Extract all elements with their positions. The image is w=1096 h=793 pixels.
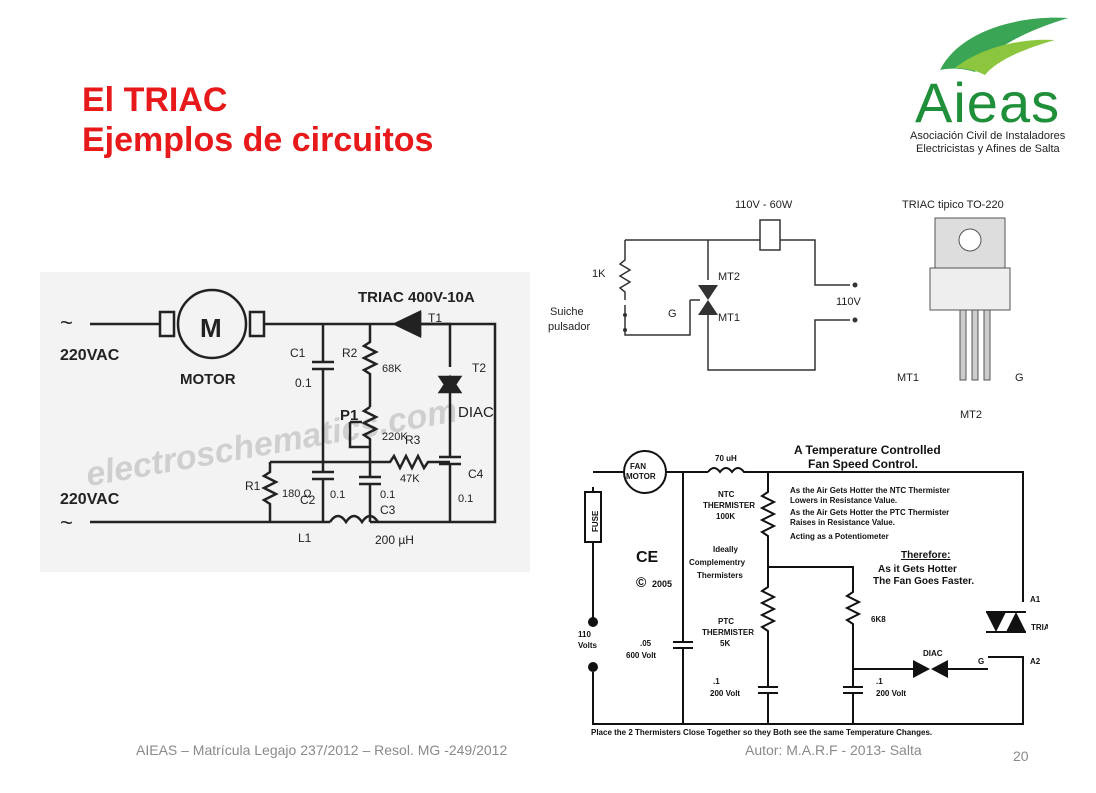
triac-label: TRIAC bbox=[1031, 623, 1048, 632]
c4-value: 0.1 bbox=[458, 493, 473, 505]
r2-value: 68K bbox=[382, 363, 402, 375]
p1-label: P1 bbox=[340, 407, 358, 424]
package-title: TRIAC tipico TO-220 bbox=[902, 199, 1004, 211]
logo-subtitle-2: Electricistas y Afines de Salta bbox=[916, 143, 1060, 155]
a2-label: A2 bbox=[1030, 657, 1041, 666]
resistor-label: 1K bbox=[592, 268, 606, 280]
result-2: The Fan Goes Faster. bbox=[873, 576, 974, 587]
cap2-1: .1 bbox=[713, 677, 720, 686]
footer-left: AIEAS – Matrícula Legajo 237/2012 – Reso… bbox=[136, 742, 508, 758]
ideal-label-1: Ideally bbox=[713, 545, 738, 554]
cap1-2: 600 Volt bbox=[626, 651, 656, 660]
bottom-note: Place the 2 Thermisters Close Together s… bbox=[591, 728, 932, 737]
svg-text:~: ~ bbox=[60, 310, 73, 335]
note1-line1: As the Air Gets Hotter the NTC Thermiste… bbox=[790, 486, 950, 495]
pkg-g-label: G bbox=[1015, 372, 1024, 384]
ptc-label-1: PTC bbox=[718, 617, 734, 626]
motor-label: MOTOR bbox=[180, 371, 236, 388]
page-number: 20 bbox=[1013, 748, 1029, 764]
year-label: 2005 bbox=[652, 579, 672, 589]
result-1: As it Gets Hotter bbox=[878, 564, 957, 575]
diac-label: DIAC bbox=[923, 649, 943, 658]
note2-line2: Raises in Resistance Value. bbox=[790, 518, 895, 527]
title-line-2: Ejemplos de circuitos bbox=[82, 121, 434, 159]
vac-top: 220VAC bbox=[60, 347, 120, 364]
ideal-label-3: Thermisters bbox=[697, 571, 743, 580]
p1-value: 220K bbox=[382, 431, 408, 443]
triac-rating: TRIAC 400V-10A bbox=[358, 289, 475, 306]
switch-triac-circuit: 110V - 60W 1K Suiche pulsador G MT2 MT1 … bbox=[540, 185, 1040, 430]
lamp-label: 110V - 60W bbox=[735, 199, 793, 211]
l1-value: 200 µH bbox=[375, 533, 414, 547]
a1-label: A1 bbox=[1030, 595, 1041, 604]
c4-label: C4 bbox=[468, 467, 484, 481]
r2-label: R2 bbox=[342, 346, 358, 360]
ntc-label-2: THERMISTER bbox=[703, 501, 755, 510]
volts-1: 110 bbox=[578, 630, 591, 639]
ce-mark: CE bbox=[636, 549, 659, 566]
fuse-label: FUSE bbox=[591, 510, 600, 532]
temp-title-2: Fan Speed Control. bbox=[808, 457, 918, 471]
c2-label: C2 bbox=[300, 493, 316, 507]
pkg-mt1-label: MT1 bbox=[897, 372, 919, 384]
cap3-1: .1 bbox=[876, 677, 883, 686]
temperature-fan-circuit: FAN MOTOR 70 uH FUSE NTC THERMISTER 100K… bbox=[568, 432, 1048, 742]
gate-label: G bbox=[978, 657, 984, 666]
c3-label: C3 bbox=[380, 503, 396, 517]
therefore-label: Therefore: bbox=[901, 550, 950, 561]
logo-name: Aieas bbox=[915, 71, 1061, 134]
vac-bottom: 220VAC bbox=[60, 491, 120, 508]
t2-label: T2 bbox=[472, 361, 486, 375]
r6k8-label: 6K8 bbox=[871, 615, 886, 624]
slide-title: El TRIAC Ejemplos de circuitos bbox=[82, 80, 433, 160]
fan-label-1: FAN bbox=[630, 462, 646, 471]
ptc-label-3: 5K bbox=[720, 639, 730, 648]
fan-label-2: MOTOR bbox=[626, 472, 656, 481]
c1-value: 0.1 bbox=[295, 376, 312, 390]
footer-right: Autor: M.A.R.F - 2013- Salta bbox=[745, 742, 922, 758]
l1-label: L1 bbox=[298, 531, 312, 545]
svg-text:~: ~ bbox=[60, 510, 73, 535]
note2-line1: As the Air Gets Hotter the PTC Thermiste… bbox=[790, 508, 949, 517]
logo-subtitle-1: Asociación Civil de Instaladores bbox=[910, 130, 1066, 142]
logo-subtitle: Asociación Civil de Instaladores Electri… bbox=[910, 130, 1080, 156]
temp-title-1: A Temperature Controlled bbox=[794, 443, 941, 457]
c3-value: 0.1 bbox=[380, 489, 395, 501]
motor-letter: M bbox=[200, 313, 222, 343]
ideal-label-2: Complementry bbox=[689, 558, 746, 567]
note3: Acting as a Potentiometer bbox=[790, 532, 889, 541]
r1-label: R1 bbox=[245, 479, 261, 493]
volts-2: Volts bbox=[578, 641, 598, 650]
motor-triac-circuit: electroschematics.com M M bbox=[40, 272, 530, 572]
mt2-label: MT2 bbox=[718, 271, 740, 283]
inductor-label: 70 uH bbox=[715, 454, 737, 463]
gate-label: G bbox=[668, 308, 677, 320]
t1-label: T1 bbox=[428, 311, 442, 325]
r1-value: 180 Ω bbox=[282, 488, 312, 500]
r3-label: R3 bbox=[405, 433, 421, 447]
cap2-2: 200 Volt bbox=[710, 689, 740, 698]
diac-label: DIAC bbox=[458, 404, 494, 421]
switch-label-2: pulsador bbox=[548, 321, 591, 333]
note1-line2: Lowers in Resistance Value. bbox=[790, 496, 897, 505]
switch-label-1: Suiche bbox=[550, 306, 584, 318]
title-line-1: El TRIAC bbox=[82, 81, 228, 119]
cap3-2: 200 Volt bbox=[876, 689, 906, 698]
ntc-label-1: NTC bbox=[718, 490, 735, 499]
ptc-label-2: THERMISTER bbox=[702, 628, 754, 637]
c2-value: 0.1 bbox=[330, 489, 345, 501]
supply-label: 110V bbox=[836, 296, 862, 308]
aieas-logo bbox=[940, 17, 1068, 75]
to220-package bbox=[929, 217, 1011, 381]
r3-value: 47K bbox=[400, 473, 420, 485]
ntc-label-3: 100K bbox=[716, 512, 735, 521]
c1-label: C1 bbox=[290, 346, 306, 360]
cap1-1: .05 bbox=[640, 639, 652, 648]
pkg-mt2-label: MT2 bbox=[960, 409, 982, 421]
mt1-label: MT1 bbox=[718, 312, 740, 324]
copyright-icon: © bbox=[636, 574, 647, 590]
